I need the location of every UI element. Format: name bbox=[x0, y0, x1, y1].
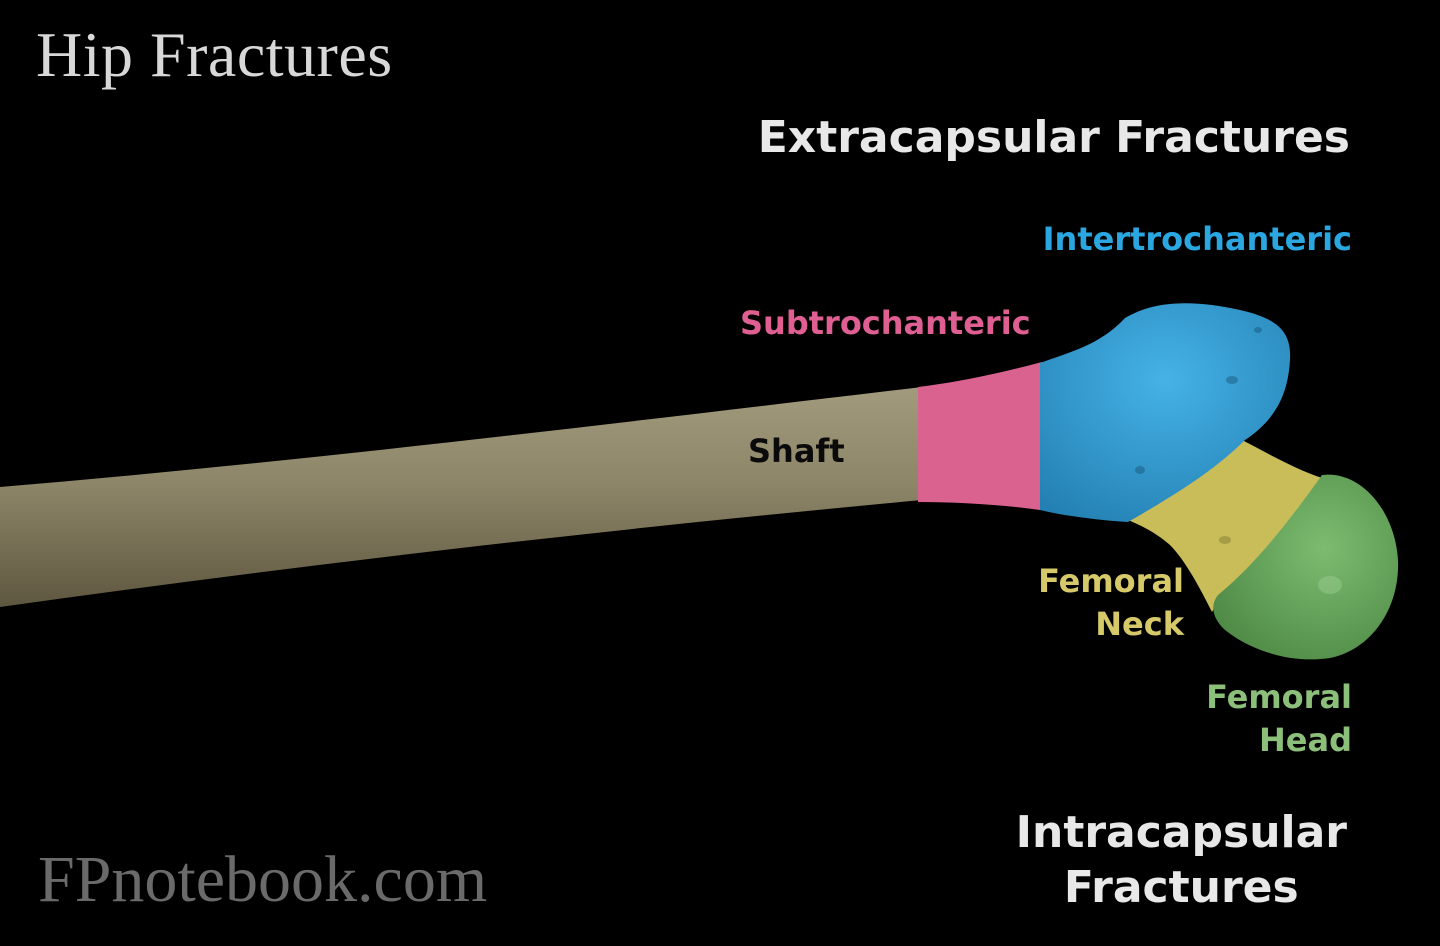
femoral-neck-label-line1: Femoral bbox=[1038, 562, 1184, 600]
intracapsular-heading: Intracapsular Fractures bbox=[1016, 805, 1347, 915]
page-title: Hip Fractures bbox=[36, 19, 393, 90]
femoral-neck-label-line2: Neck bbox=[1095, 605, 1184, 643]
femoral-neck-region bbox=[1128, 440, 1322, 612]
femoral-neck-label: Femoral Neck bbox=[1038, 560, 1184, 646]
femoral-head-label-line2: Head bbox=[1259, 721, 1352, 759]
shaft-label: Shaft bbox=[748, 432, 845, 470]
femoral-head-label: Femoral Head bbox=[1206, 676, 1352, 762]
extracapsular-heading: Extracapsular Fractures bbox=[757, 112, 1350, 163]
bone-texture bbox=[1135, 327, 1342, 594]
femoral-head-label-line1: Femoral bbox=[1206, 678, 1352, 716]
intracapsular-heading-line2: Fractures bbox=[1063, 862, 1299, 913]
shaft-region bbox=[0, 387, 922, 607]
subtrochanteric-region bbox=[918, 362, 1042, 510]
watermark: FPnotebook.com bbox=[38, 843, 488, 916]
intracapsular-heading-line1: Intracapsular bbox=[1015, 807, 1347, 858]
intertrochanteric-region bbox=[1040, 303, 1291, 522]
femoral-head-region bbox=[1213, 474, 1399, 660]
subtrochanteric-label: Subtrochanteric bbox=[740, 304, 1031, 342]
intertrochanteric-label: Intertrochanteric bbox=[1042, 220, 1352, 258]
